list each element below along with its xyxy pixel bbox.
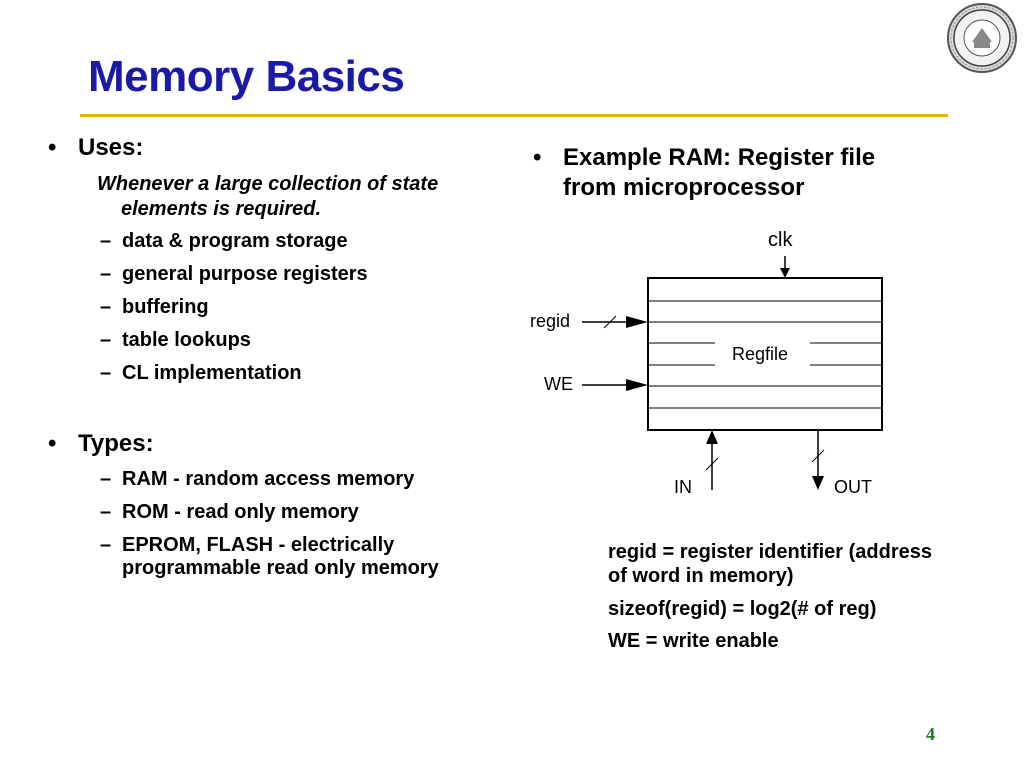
uses-item: – general purpose registers [100, 258, 368, 291]
bus-slash [603, 315, 617, 329]
regid-arrowhead [626, 316, 648, 328]
we-label: WE [544, 374, 573, 394]
bullet-dot: • [48, 430, 57, 457]
types-item: – RAM - random access memory [100, 463, 415, 496]
clk-label: clk [768, 229, 793, 251]
slide-number: 4 [926, 724, 935, 744]
uses-item: – table lookups [100, 324, 251, 357]
uses-item-label: data & program storage [122, 230, 348, 252]
example-line2: from microprocessor [563, 174, 805, 201]
uses-item-label: buffering [122, 296, 209, 318]
caption-sizeof: sizeof(regid) = log2(# of reg) [608, 598, 877, 620]
out-label: OUT [834, 477, 872, 497]
in-arrowhead [706, 430, 718, 444]
uses-item-label: CL implementation [122, 362, 302, 384]
uses-item-label: table lookups [122, 329, 251, 351]
dash-marker: – [100, 468, 112, 490]
bullet-types: • Types: [48, 430, 154, 458]
uses-item-label: general purpose registers [122, 263, 368, 285]
bullet-example: • Example RAM: Register file from microp… [533, 143, 876, 203]
dash-marker: – [100, 296, 112, 318]
regfile-label: Regfile [732, 344, 788, 364]
types-item-label: RAM - random access memory [122, 468, 415, 490]
uses-item: – data & program storage [100, 225, 348, 258]
dash-marker: – [100, 362, 112, 384]
dash-marker: – [100, 263, 112, 285]
bullet-dot: • [48, 134, 57, 161]
bullet-uses: • Uses: [48, 134, 144, 162]
types-item-continuation: programmable read only memory [122, 557, 439, 579]
dash-marker: – [100, 501, 112, 523]
types-item-label: ROM - read only memory [122, 501, 359, 523]
title-divider [80, 114, 948, 117]
dash-marker: – [100, 534, 112, 556]
bus-slash [705, 457, 719, 471]
regid-label: regid [530, 311, 570, 331]
university-seal-icon [947, 3, 1017, 73]
caption-we: WE = write enable [608, 630, 779, 652]
clk-arrowhead [780, 268, 790, 278]
types-heading: Types: [78, 430, 154, 457]
slide-title: Memory Basics [88, 52, 405, 101]
bus-slash [811, 449, 825, 463]
uses-note-line1: Whenever a large collection of state [97, 173, 439, 195]
types-item: – EPROM, FLASH - electrically [100, 529, 395, 562]
caption-regid-cont: of word in memory) [608, 565, 794, 587]
types-item-label: EPROM, FLASH - electrically [122, 534, 395, 556]
we-arrowhead [626, 379, 648, 391]
types-item: – ROM - read only memory [100, 496, 359, 529]
uses-item: – buffering [100, 291, 209, 324]
bullet-dot: • [533, 144, 542, 171]
example-line1: Example RAM: Register file [563, 144, 876, 171]
in-label: IN [674, 477, 692, 497]
uses-heading: Uses: [78, 134, 144, 161]
caption-regid: regid = register identifier (address [608, 541, 932, 563]
uses-note-line2: elements is required. [121, 198, 322, 220]
dash-marker: – [100, 329, 112, 351]
regfile-diagram: Regfile clk regid WE IN OUT [530, 229, 883, 497]
out-arrowhead [812, 476, 824, 490]
regfile-box [647, 277, 883, 431]
uses-item: – CL implementation [100, 357, 302, 390]
dash-marker: – [100, 230, 112, 252]
